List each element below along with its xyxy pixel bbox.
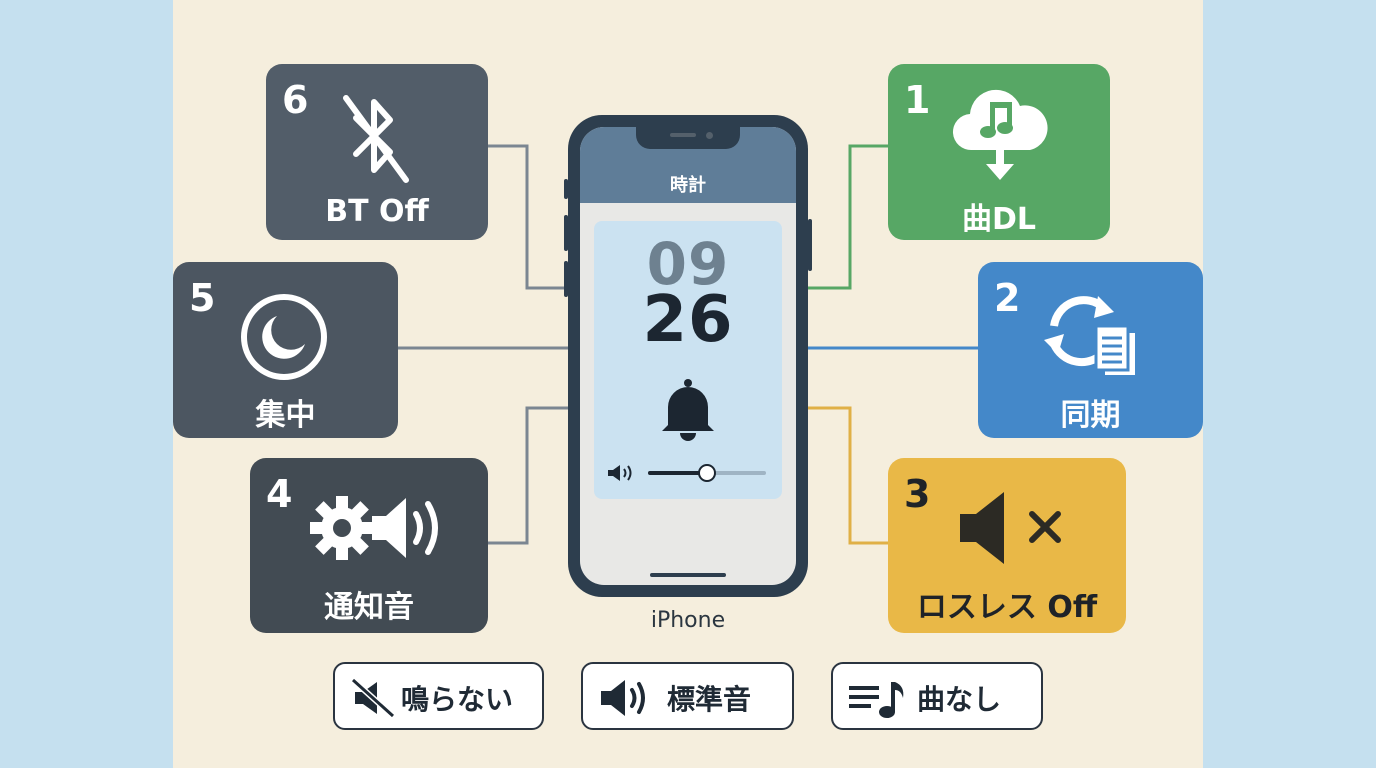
card-label: BT Off: [325, 194, 429, 229]
side-button: [564, 179, 568, 199]
earpiece: [670, 133, 696, 137]
app-title: 時計: [670, 175, 706, 196]
legend-label: 標準音: [667, 683, 752, 716]
card-notification-sound: 4 通知音: [250, 458, 488, 633]
bell-icon[interactable]: [658, 377, 718, 445]
clock-hour: 09: [646, 231, 730, 285]
card-number: 3: [904, 472, 931, 516]
legend-label: 鳴らない: [401, 683, 514, 716]
legend-no-sound: 鳴らない: [333, 662, 544, 730]
connector-1: [808, 144, 888, 290]
cloud-download-music-icon: [950, 80, 1050, 188]
card-lossless-off: 3 ロスレス Off: [888, 458, 1126, 633]
bluetooth-off-icon: [340, 90, 412, 190]
volume-down-button: [564, 261, 568, 297]
clock-panel: 09 26: [594, 221, 782, 499]
gear-speaker-icon: [310, 486, 450, 574]
clock-minute: 26: [642, 283, 734, 357]
speaker-waves-icon: [597, 678, 661, 722]
card-focus: 5 集中: [173, 262, 398, 438]
connector-4: [488, 406, 568, 545]
volume-slider[interactable]: [608, 463, 768, 487]
card-number: 4: [266, 472, 293, 516]
card-sync: 2 同期: [978, 262, 1203, 438]
iphone-device: 時計 09 26: [564, 115, 812, 597]
speaker-mute-icon: [954, 488, 1074, 572]
speaker-slash-icon: [349, 677, 401, 722]
speaker-icon: [608, 465, 632, 481]
card-label: 通知音: [324, 590, 414, 625]
card-label: 同期: [1060, 398, 1121, 433]
playlist-note-icon: [847, 678, 911, 724]
phone-screen: 時計 09 26: [580, 127, 796, 585]
card-number: 5: [189, 276, 216, 320]
legend-standard-sound: 標準音: [581, 662, 794, 730]
notch: [636, 127, 740, 149]
card-bt-off: 6 BT Off: [266, 64, 488, 240]
volume-knob: [698, 464, 716, 482]
device-label: iPhone: [650, 608, 726, 633]
card-song-download: 1 曲DL: [888, 64, 1110, 240]
legend-no-songs: 曲なし: [831, 662, 1043, 730]
card-number: 6: [282, 78, 309, 122]
power-button: [808, 219, 812, 271]
moon-icon: [239, 292, 329, 386]
volume-up-button: [564, 215, 568, 251]
legend-label: 曲なし: [917, 683, 1002, 716]
card-number: 1: [904, 78, 931, 122]
camera-icon: [706, 132, 713, 139]
card-label: 集中: [255, 398, 316, 433]
card-label: ロスレス Off: [916, 590, 1098, 625]
sync-document-icon: [1038, 286, 1148, 390]
home-indicator[interactable]: [650, 573, 726, 577]
connector-3: [808, 406, 888, 545]
volume-fill: [648, 471, 707, 475]
connector-6: [488, 144, 568, 290]
card-number: 2: [994, 276, 1021, 320]
card-label: 曲DL: [961, 202, 1037, 237]
